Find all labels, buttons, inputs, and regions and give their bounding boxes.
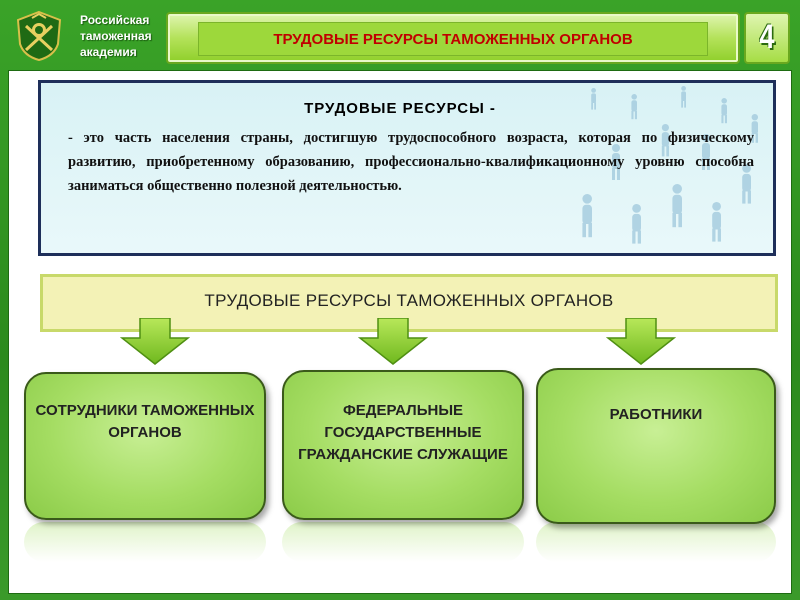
- slide-number-box: 4: [744, 12, 790, 64]
- header: Российская таможенная академия ТРУДОВЫЕ …: [0, 0, 800, 70]
- box-reflection: [24, 522, 266, 562]
- slide-title: ТРУДОВЫЕ РЕСУРСЫ ТАМОЖЕННЫХ ОРГАНОВ: [198, 22, 708, 56]
- down-arrow-icon: [358, 318, 428, 365]
- definition-text: - это часть населения страны, достигшую …: [68, 130, 754, 194]
- banner-label: ТРУДОВЫЕ РЕСУРСЫ ТАМОЖЕННЫХ ОРГАНОВ: [204, 291, 614, 310]
- down-arrow-icon: [120, 318, 190, 365]
- category-label: ФЕДЕРАЛЬНЫЕ ГОСУДАРСТВЕННЫЕ ГРАЖДАНСКИЕ …: [298, 402, 508, 463]
- people-crowd-icon: [582, 86, 758, 244]
- down-arrow-icon: [606, 318, 676, 365]
- academy-line-1: Российская: [80, 13, 150, 27]
- category-box-employees: СОТРУДНИКИ ТАМОЖЕННЫХ ОРГАНОВ: [24, 372, 266, 520]
- definition-title: ТРУДОВЫЕ РЕСУРСЫ -: [304, 100, 496, 117]
- box-reflection: [536, 522, 776, 562]
- box-reflection: [282, 522, 524, 562]
- academy-name: Российская таможенная академия: [80, 12, 152, 60]
- academy-line-3: академия: [80, 45, 137, 59]
- slide-number: 4: [759, 18, 775, 56]
- slide-title-box: ТРУДОВЫЕ РЕСУРСЫ ТАМОЖЕННЫХ ОРГАНОВ: [166, 12, 740, 64]
- category-label: СОТРУДНИКИ ТАМОЖЕННЫХ ОРГАНОВ: [35, 402, 255, 441]
- category-box-workers: РАБОТНИКИ: [536, 368, 776, 524]
- academy-line-2: таможенная: [80, 29, 152, 43]
- category-box-civil-servants: ФЕДЕРАЛЬНЫЕ ГОСУДАРСТВЕННЫЕ ГРАЖДАНСКИЕ …: [282, 370, 524, 520]
- definition-box: [38, 80, 776, 256]
- category-label: РАБОТНИКИ: [609, 406, 703, 423]
- academy-emblem-icon: [16, 10, 62, 62]
